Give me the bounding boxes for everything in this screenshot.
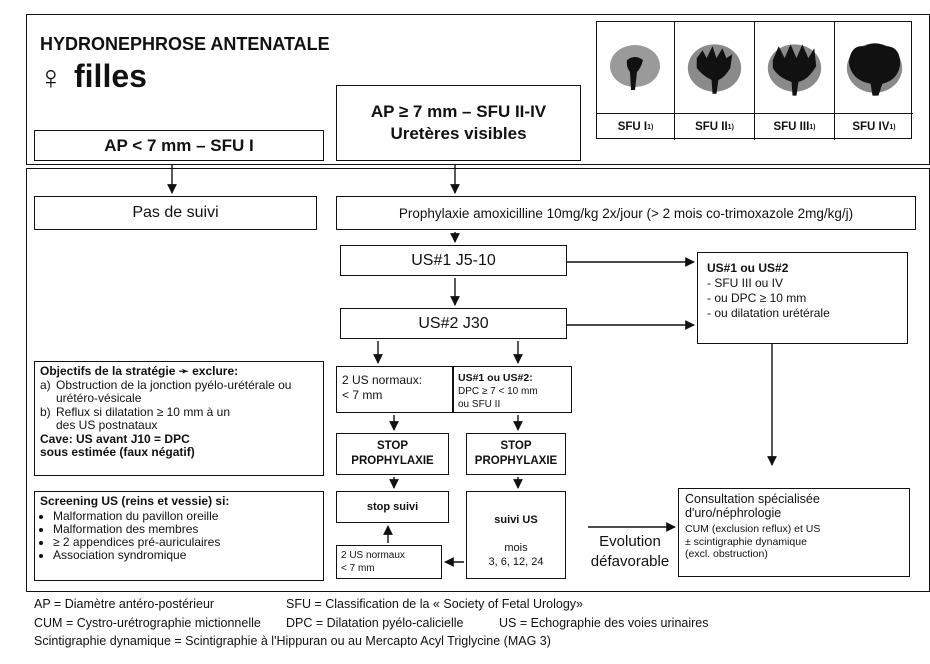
- objective-label: b): [40, 404, 51, 419]
- evolution-line2: défavorable: [590, 553, 670, 570]
- consult-line: Consultation spécialisée: [685, 492, 820, 506]
- sfu-grade-label: SFU III: [773, 121, 810, 133]
- stop-label: STOP: [376, 440, 409, 452]
- severe-criteria-title: US#1 ou US#2: [707, 261, 789, 275]
- female-symbol-icon: ♀: [38, 59, 64, 97]
- legend-cum: CUM = Cystro-urétrographie mictionnelle: [34, 615, 261, 630]
- kidney-sfu-i-icon: [610, 45, 660, 90]
- normal-us-value: < 7 mm: [342, 388, 383, 402]
- evolution-line1: Evolution: [599, 533, 661, 550]
- legend-line-3: Scintigraphie dynamique = Scintigraphie …: [34, 634, 551, 648]
- stop-label: STOP: [500, 440, 532, 452]
- objective-text: Reflux si dilatation ≥ 10 mm à un des US…: [56, 404, 230, 432]
- normal-us-box: 2 US normaux: < 7 mm: [336, 366, 453, 413]
- consult-line: ± scintigraphie dynamique: [685, 535, 807, 548]
- sfu-grade-label: SFU IV: [852, 121, 890, 133]
- prophylaxis-label: PROPHYLAXIE: [351, 455, 434, 467]
- consultation-box: Consultation spécialisée d'uro/néphrolog…: [678, 488, 910, 577]
- kidney-sfu-iv-icon: [846, 43, 903, 96]
- months-values: 3, 6, 12, 24: [488, 556, 544, 568]
- screening-item: ≥ 2 appendices pré-auriculaires: [53, 536, 319, 549]
- objective-label: a): [40, 377, 51, 392]
- screening-item: Malformation des membres: [53, 523, 319, 536]
- sfu-grade-label: SFU I: [617, 121, 648, 133]
- normal-us-title: 2 US normaux:: [342, 373, 423, 387]
- consult-line: (excl. obstruction): [685, 548, 768, 560]
- months-label: mois: [504, 542, 528, 554]
- us1-box: US#1 J5-10: [340, 245, 567, 276]
- no-followup-box: Pas de suivi: [34, 196, 317, 230]
- sfu-note: 1): [727, 123, 734, 131]
- objective-text: Obstruction de la jonction pyélo-urétéra…: [56, 377, 292, 405]
- branch-left-box: AP < 7 mm – SFU I: [34, 130, 324, 161]
- stop-prophylaxis-right: STOP PROPHYLAXIE: [466, 433, 566, 475]
- mild-dilatation-line: DPC ≥ 7 < 10 mm: [458, 386, 538, 397]
- no-followup-label: Pas de suivi: [132, 204, 219, 221]
- sfu-note: 1): [647, 123, 654, 131]
- severe-criterion: - ou DPC ≥ 10 mm: [707, 291, 807, 305]
- objectives-title: Objectifs de la stratégie ➛ exclure:: [40, 364, 239, 378]
- severe-criterion: - ou dilatation urétérale: [707, 306, 830, 320]
- mild-dilatation-title: US#1 ou US#2:: [458, 372, 533, 384]
- screening-list: Malformation du pavillon oreille Malform…: [40, 510, 319, 562]
- branch-right-line2: Uretères visibles: [390, 124, 527, 143]
- cave-note-line1: Cave: US avant J10 = DPC: [40, 431, 190, 446]
- stop-followup-label: stop suivi: [366, 501, 419, 513]
- screening-item: Association syndromique: [53, 549, 319, 562]
- legend-us: US = Echographie des voies urinaires: [499, 615, 709, 630]
- consult-line: d'uro/néphrologie: [685, 506, 782, 520]
- branch-right-box: AP ≥ 7 mm – SFU II-IV Uretères visibles: [336, 85, 581, 161]
- normal-us-2-box: 2 US normaux < 7 mm: [336, 545, 442, 579]
- kidney-sfu-iii-icon: [767, 44, 822, 96]
- mild-dilatation-box: US#1 ou US#2: DPC ≥ 7 < 10 mm ou SFU II: [453, 366, 572, 413]
- followup-us-box: suivi US mois 3, 6, 12, 24: [466, 491, 566, 579]
- screening-box: Screening US (reins et vessie) si: Malfo…: [34, 491, 324, 581]
- objectives-box: Objectifs de la stratégie ➛ exclure: a) …: [34, 361, 324, 476]
- prophylaxis-label: PROPHYLAXIE: [474, 455, 558, 467]
- sfu-note: 1): [889, 123, 896, 131]
- branch-left-label: AP < 7 mm – SFU I: [104, 135, 254, 155]
- us2-label: US#2 J30: [418, 314, 489, 332]
- branch-right-line1: AP ≥ 7 mm – SFU II-IV: [370, 102, 547, 121]
- prophylaxis-box: Prophylaxie amoxicilline 10mg/kg 2x/jour…: [336, 196, 916, 230]
- normal-us-2-line1: 2 US normaux: [341, 550, 405, 561]
- us2-box: US#2 J30: [340, 308, 567, 339]
- legend-line-1: AP = Diamètre antéro-postérieur SFU = Cla…: [34, 595, 924, 614]
- normal-us-2-line2: < 7 mm: [341, 563, 375, 574]
- sfu-grade-label: SFU II: [695, 121, 728, 133]
- severe-criterion: - SFU III ou IV: [707, 276, 784, 290]
- legend: AP = Diamètre antéro-postérieur SFU = Cla…: [34, 595, 924, 651]
- legend-ap: AP = Diamètre antéro-postérieur: [34, 597, 215, 611]
- screening-title: Screening US (reins et vessie) si:: [40, 494, 230, 508]
- mild-dilatation-line: ou SFU II: [458, 399, 501, 410]
- evolution-label: Evolution défavorable: [580, 532, 680, 572]
- page-subtitle: filles: [74, 58, 147, 94]
- legend-line-2: CUM = Cystro-urétrographie mictionnelle D…: [34, 614, 924, 633]
- severe-criteria-box: US#1 ou US#2 - SFU III ou IV - ou DPC ≥ …: [697, 252, 908, 344]
- cave-note-line2: sous estimée (faux négatif): [40, 445, 195, 459]
- followup-us-label: suivi US: [494, 514, 538, 526]
- us1-label: US#1 J5-10: [411, 251, 496, 269]
- screening-item: Malformation du pavillon oreille: [53, 510, 319, 523]
- page-title: HYDRONEPHROSE ANTENATALE: [40, 34, 330, 54]
- prophylaxis-label: Prophylaxie amoxicilline 10mg/kg 2x/jour…: [398, 205, 854, 221]
- legend-sfu: SFU = Classification de la « Society of …: [286, 597, 584, 611]
- kidney-sfu-ii-icon: [687, 44, 742, 94]
- consult-line: CUM (exclusion reflux) et US: [685, 523, 821, 535]
- legend-dpc: DPC = Dilatation pyélo-calicielle: [286, 615, 464, 630]
- stop-prophylaxis-left: STOP PROPHYLAXIE: [336, 433, 449, 475]
- sfu-note: 1): [809, 123, 816, 131]
- stop-followup-box: stop suivi: [336, 491, 449, 523]
